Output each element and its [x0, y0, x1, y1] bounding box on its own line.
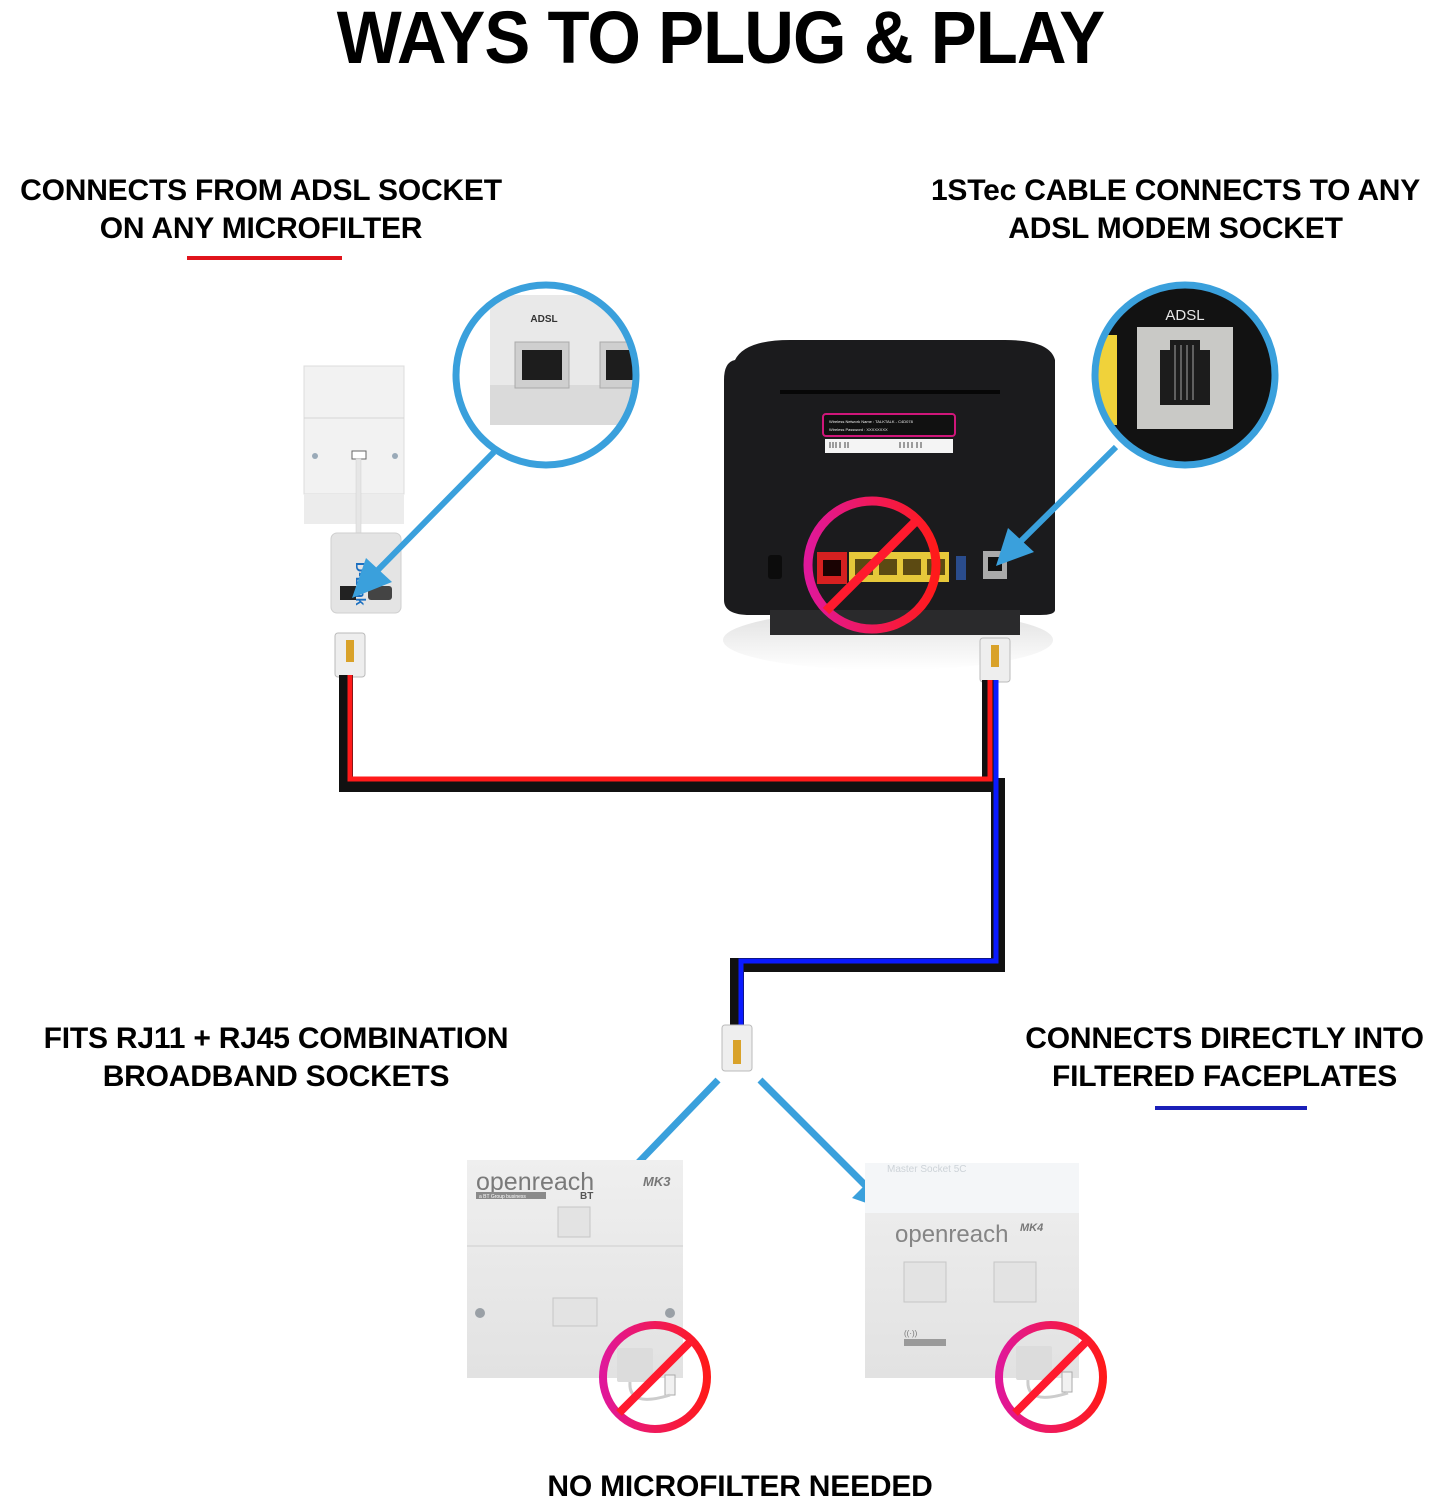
caption-top-right: 1STec CABLE CONNECTS TO ANY ADSL MODEM S…: [910, 172, 1441, 248]
caption-top-left: CONNECTS FROM ADSL SOCKET ON ANY MICROFI…: [0, 172, 522, 248]
caption-top-left-line2: ON ANY MICROFILTER: [99, 212, 423, 245]
router-sticker-line2: Wireless Password : XXXXXXXX: [829, 427, 888, 432]
prohibited-microfilter-icon: [599, 1321, 711, 1433]
blue-underline: [1155, 1106, 1307, 1110]
caption-top-right-line1: 1STec CABLE CONNECTS TO ANY: [930, 174, 1421, 207]
router-sticker: [822, 413, 956, 437]
screw-icon: [392, 453, 398, 459]
arrow-head-icon: [352, 558, 392, 598]
router-barcode: [825, 439, 953, 453]
caption-top-left-line1: CONNECTS FROM ADSL SOCKET: [20, 174, 502, 207]
screw-icon: [475, 1308, 485, 1318]
caption-bottom-left-line2: BROADBAND SOCKETS: [102, 1060, 450, 1093]
microfilter-adsl-label: ADSL: [530, 314, 557, 325]
screw-icon: [665, 1308, 675, 1318]
mk3-bt: BT: [580, 1191, 593, 1202]
caption-bottom-right-line1: CONNECTS DIRECTLY INTO: [1025, 1022, 1424, 1055]
red-underline: [187, 256, 342, 260]
router-sticker-line1: Wireless Network Name : TALKTALK - C4D07…: [829, 419, 914, 424]
router-adsl-label: ADSL: [1165, 307, 1204, 324]
rj11-plug-left: [334, 632, 366, 678]
prohibited-icon: [803, 496, 941, 634]
arrow-head-icon: [996, 528, 1034, 566]
caption-bottom-left-line1: FITS RJ11 + RJ45 COMBINATION: [43, 1022, 509, 1055]
page-title: WAYS TO PLUG & PLAY: [336, 0, 1106, 79]
mk4-header: Master Socket 5C: [887, 1164, 966, 1175]
rj11-plug-bottom: [721, 1024, 753, 1072]
wall-socket-with-microfilter: D-Link: [303, 365, 405, 614]
rj11-plug-right: [979, 637, 1011, 683]
mk4-faceplate: Master Socket 5C openreach MK4 ((·)): [865, 1163, 1079, 1378]
caption-bottom-left: FITS RJ11 + RJ45 COMBINATION BROADBAND S…: [20, 1020, 532, 1096]
mk4-brand: openreach: [895, 1221, 1008, 1248]
broadband-icon: [904, 1339, 946, 1346]
callout-arrow-line: [1015, 444, 1119, 547]
mk3-faceplate: openreach a BT Group business BT MK3: [467, 1160, 683, 1378]
microfilter-zoom-callout: ADSL: [352, 281, 640, 598]
prohibited-microfilter-icon: [995, 1321, 1107, 1433]
caption-bottom-right: CONNECTS DIRECTLY INTO FILTERED FACEPLAT…: [1008, 1020, 1441, 1096]
mk4-model: MK4: [1020, 1222, 1043, 1234]
wifi-icon: ((·)): [904, 1329, 918, 1338]
router-zoom-callout: ADSL: [996, 281, 1279, 566]
callout-arrow-line: [369, 449, 497, 579]
mk3-subbrand: a BT Group business: [479, 1194, 526, 1200]
screw-icon: [312, 453, 318, 459]
caption-bottom-right-line2: FILTERED FACEPLATES: [1051, 1060, 1398, 1093]
rj11-cable: [334, 632, 1011, 1072]
mk3-brand: openreach: [476, 1168, 594, 1196]
caption-bottom-center: NO MICROFILTER NEEDED: [547, 1470, 933, 1503]
filter-cable: [355, 458, 362, 536]
caption-top-right-line2: ADSL MODEM SOCKET: [1008, 212, 1343, 245]
mk3-model: MK3: [643, 1174, 671, 1189]
usb-port: [956, 556, 966, 580]
power-port: [768, 555, 782, 579]
